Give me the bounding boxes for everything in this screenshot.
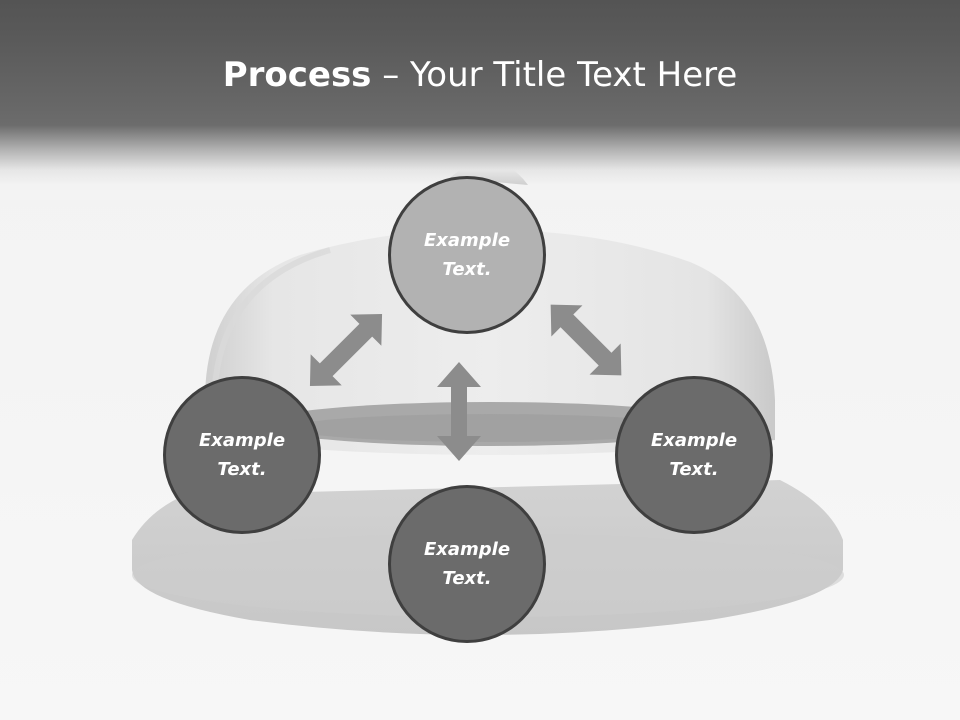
- node-bottom-text: Example Text.: [423, 539, 511, 589]
- node-right-text: Example Text.: [650, 430, 738, 480]
- arrow-center-vertical: [437, 362, 481, 461]
- title-bold: Process: [222, 55, 372, 95]
- node-right: Example Text.: [615, 376, 773, 534]
- node-bottom: Example Text.: [388, 485, 546, 643]
- title-bar: [0, 0, 960, 185]
- arrow-left-diagonal: [309, 313, 383, 387]
- node-top: Example Text.: [388, 176, 546, 334]
- arrow-right-diagonal: [550, 304, 622, 376]
- node-top-text: Example Text.: [423, 230, 511, 280]
- node-left: Example Text.: [163, 376, 321, 534]
- page-title: Process – Your Title Text Here: [0, 50, 960, 100]
- title-rest: – Your Title Text Here: [371, 55, 738, 95]
- node-left-text: Example Text.: [198, 430, 286, 480]
